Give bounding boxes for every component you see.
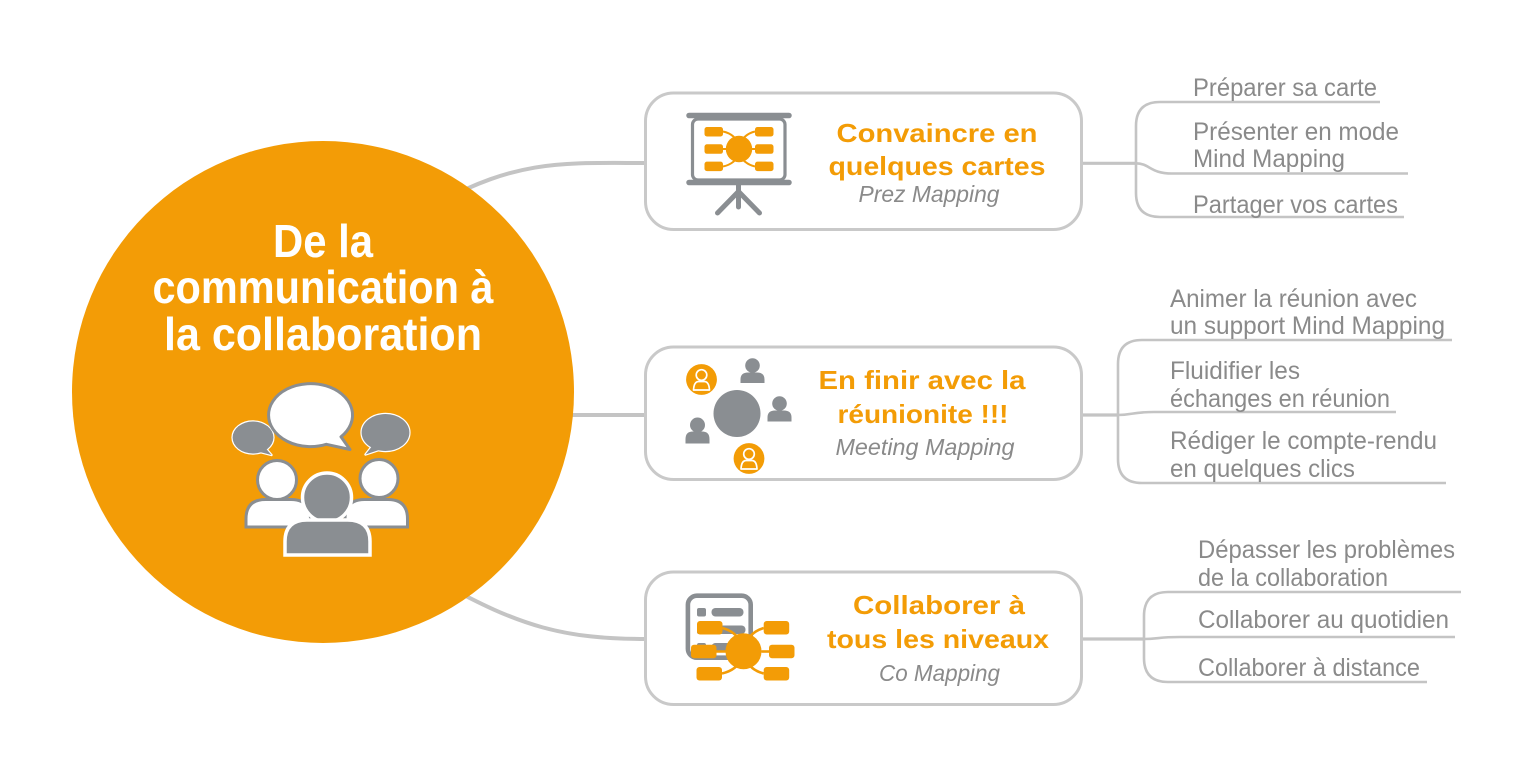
svg-text:Présenter en mode: Présenter en mode — [1193, 118, 1399, 146]
svg-text:Fluidifier les: Fluidifier les — [1170, 357, 1300, 385]
svg-text:Dépasser les problèmes: Dépasser les problèmes — [1198, 536, 1455, 564]
svg-text:Mind Mapping: Mind Mapping — [1193, 145, 1345, 173]
svg-text:Co Mapping: Co Mapping — [879, 660, 1000, 686]
svg-text:De la: De la — [273, 215, 373, 267]
svg-text:Prez Mapping: Prez Mapping — [859, 181, 1000, 207]
svg-text:tous les niveaux: tous les niveaux — [827, 624, 1050, 654]
svg-text:la collaboration: la collaboration — [164, 308, 482, 360]
svg-text:Convaincre en: Convaincre en — [837, 118, 1038, 148]
svg-text:réunionite !!!: réunionite !!! — [838, 399, 1009, 429]
svg-text:En finir avec la: En finir avec la — [819, 365, 1027, 395]
svg-text:Préparer sa carte: Préparer sa carte — [1193, 74, 1377, 102]
svg-text:Animer la réunion avec: Animer la réunion avec — [1170, 285, 1417, 313]
svg-text:Partager vos cartes: Partager vos cartes — [1193, 191, 1398, 219]
svg-text:communication à: communication à — [153, 261, 494, 313]
svg-text:Collaborer à distance: Collaborer à distance — [1198, 654, 1420, 682]
svg-text:Meeting Mapping: Meeting Mapping — [836, 434, 1015, 460]
svg-text:Collaborer à: Collaborer à — [853, 590, 1026, 620]
svg-text:Collaborer au quotidien: Collaborer au quotidien — [1198, 606, 1449, 634]
svg-text:en quelques clics: en quelques clics — [1170, 455, 1355, 483]
svg-text:de la collaboration: de la collaboration — [1198, 564, 1388, 592]
svg-text:Rédiger le compte-rendu: Rédiger le compte-rendu — [1170, 427, 1437, 455]
svg-text:un support Mind Mapping: un support Mind Mapping — [1170, 312, 1445, 340]
svg-text:quelques cartes: quelques cartes — [829, 151, 1046, 181]
svg-text:échanges en réunion: échanges en réunion — [1170, 385, 1390, 413]
